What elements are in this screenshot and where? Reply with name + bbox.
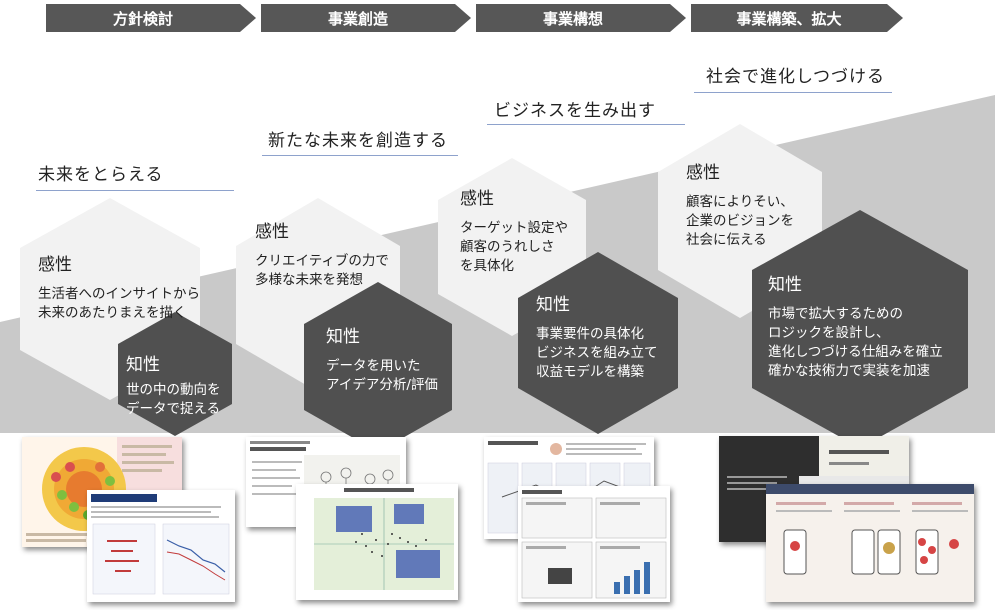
stage-underline-3 (487, 124, 685, 125)
stage-underline-4 (694, 92, 892, 93)
intellect-hexagon-2 (304, 282, 452, 452)
intellect-text-2: 知性 データを用いた アイデア分析/評価 (326, 327, 438, 393)
intellect-hexagon-3 (518, 252, 678, 434)
app-function-graphic (766, 484, 974, 602)
stage-title-4: 社会で進化しつづける (706, 67, 885, 87)
example-thumbnail-1b (87, 490, 235, 602)
sense-text-3: 感性 ターゲット設定や 顧客のうれしさ を具体化 (460, 189, 568, 274)
intellect-text-4: 知性 市場で拡大するための ロジックを設計し、 進化しつづける仕組みを確立 確か… (768, 275, 943, 379)
sense-text-1: 感性 生活者へのインサイトから 未来のあたりまえを描く (38, 255, 200, 321)
portfolio-chart-graphic (296, 484, 458, 600)
intellect-text-1: 知性 世の中の動向を データで捉える (126, 355, 221, 417)
example-thumbnail-2b (296, 484, 458, 600)
phase-chevron-3: 事業構想 (476, 4, 686, 32)
example-thumbnail-3b (518, 486, 670, 602)
intellect-text-3: 知性 事業要件の具体化 ビジネスを組み立て 収益モデルを構築 (536, 295, 658, 380)
stage-title-1: 未来をとらえる (38, 165, 164, 185)
stage-underline-2 (262, 155, 458, 156)
stage-title-3: ビジネスを生み出す (494, 101, 656, 121)
sense-text-2: 感性 クリエイティブの力で 多様な未来を発想 (255, 222, 389, 288)
intellect-hexagon-4 (752, 210, 968, 448)
phase-chevron-4: 事業構築、拡大 (691, 4, 903, 32)
example-thumbnail-4b (766, 484, 974, 602)
intellect-hexagon-1 (118, 312, 232, 436)
business-plan-graphic (518, 486, 670, 602)
phase-chevron-1: 方針検討 (46, 4, 256, 32)
phase-chevron-2: 事業創造 (261, 4, 471, 32)
sense-text-4: 感性 顧客によりそい、 企業のビジョンを 社会に伝える (686, 163, 794, 248)
stage-title-2: 新たな未来を創造する (268, 131, 448, 151)
report-graphic (87, 490, 235, 602)
stage-underline-1 (36, 190, 234, 191)
